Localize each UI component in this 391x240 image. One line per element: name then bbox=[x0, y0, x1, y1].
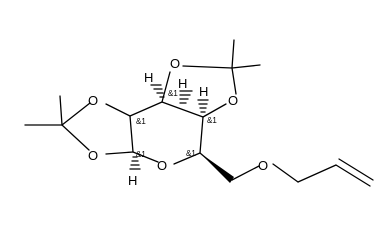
atom-o-top-left: O bbox=[170, 56, 180, 71]
atom-h-top-mid: H bbox=[178, 76, 187, 91]
atom-labels: O O O O O O H H H H bbox=[88, 56, 268, 188]
bond-cq1-me-up bbox=[231, 39, 235, 69]
bond-c8-or bbox=[173, 152, 201, 165]
bond-c5-c6 bbox=[129, 101, 163, 117]
stereo-labels: &1 &1 &1 &1 &1 bbox=[136, 89, 217, 159]
stereo-c-top-left: &1 bbox=[136, 117, 146, 126]
stereo-c-top-mid: &1 bbox=[168, 89, 178, 98]
bond-cq2-o4 bbox=[61, 124, 90, 151]
bond-or-c4 bbox=[132, 151, 159, 163]
atom-o-ether: O bbox=[258, 158, 268, 173]
bond-o1-cq1 bbox=[182, 65, 233, 69]
stereo-c-right: &1 bbox=[186, 149, 196, 158]
bond-o3-cq2 bbox=[61, 102, 91, 126]
bond-ch-ch2-b bbox=[338, 158, 374, 181]
bond-oe-ch2b bbox=[272, 163, 299, 183]
hash-h-top-left bbox=[150, 84, 165, 98]
atom-o-left-upper: O bbox=[88, 93, 98, 108]
bond-o4-c4 bbox=[105, 151, 134, 155]
atom-o-ring: O bbox=[157, 158, 167, 173]
hash-h-top-right bbox=[197, 99, 209, 113]
bond-cq1-o2 bbox=[231, 67, 237, 95]
bond-ch-ch2-a bbox=[335, 164, 371, 187]
bond-c4-c5 bbox=[129, 115, 134, 153]
bond-ch2-oe bbox=[231, 165, 260, 181]
stereo-c-top-right: &1 bbox=[207, 116, 217, 125]
molecule-diagram: O O O O O O H H H H &1 &1 &1 &1 &1 bbox=[24, 39, 374, 188]
stereo-c-bottom-left: &1 bbox=[136, 150, 146, 159]
bond-c7-c8 bbox=[199, 116, 204, 154]
bonds bbox=[24, 39, 374, 187]
structure-svg: O O O O O O H H H H &1 &1 &1 &1 &1 bbox=[24, 39, 374, 188]
bond-c5-o3 bbox=[105, 103, 131, 117]
hash-h-top-mid bbox=[179, 90, 193, 104]
atom-h-bottom-left: H bbox=[128, 173, 137, 188]
bond-ch2b-ch bbox=[297, 164, 337, 183]
hash-h-bottom-left bbox=[129, 156, 141, 170]
bond-o2-c7 bbox=[202, 103, 227, 118]
bond-c6-c7 bbox=[161, 101, 204, 118]
atom-o-left-lower: O bbox=[88, 148, 98, 163]
atom-o-top-right: O bbox=[228, 93, 238, 108]
bond-cq1-me-right bbox=[231, 64, 261, 69]
atom-h-top-left: H bbox=[144, 70, 153, 85]
bond-cq2-me-up bbox=[59, 95, 63, 126]
atom-h-top-right: H bbox=[199, 84, 208, 99]
wedge-c8-ch2 bbox=[200, 153, 234, 183]
